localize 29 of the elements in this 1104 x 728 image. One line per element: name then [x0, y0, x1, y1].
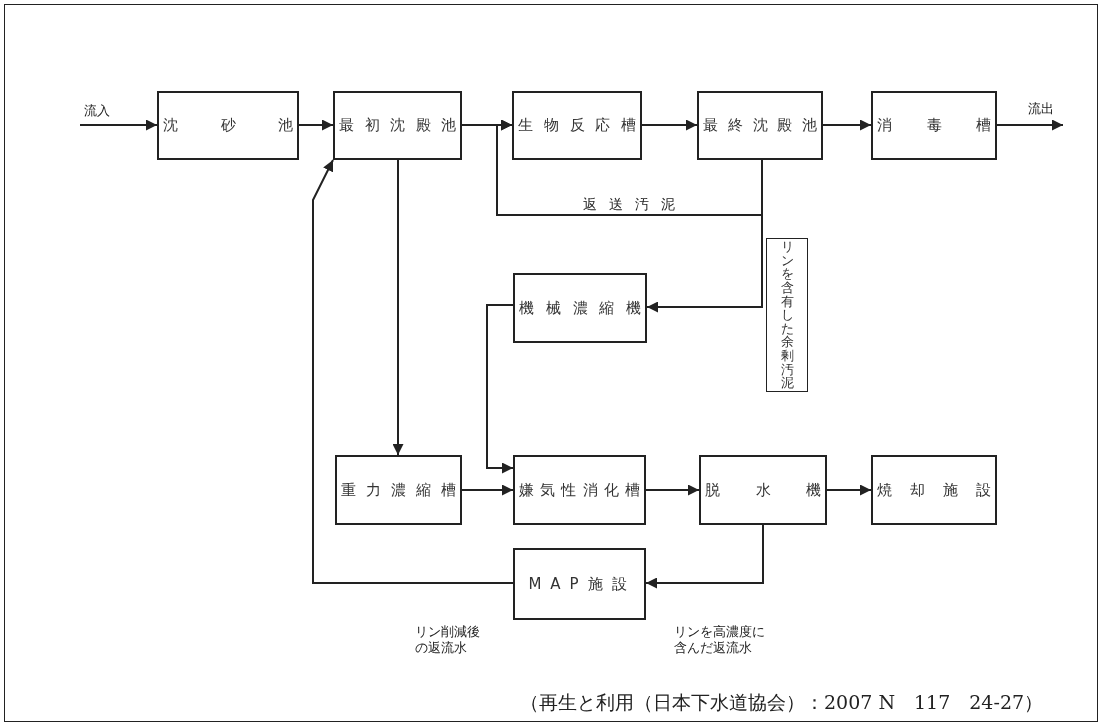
- arrow: [312, 159, 514, 584]
- arrow: [645, 524, 764, 589]
- arrow: [996, 119, 1064, 131]
- flow-label: 流入: [84, 103, 110, 119]
- process-box: 消毒槽: [871, 91, 997, 160]
- note-box: リンを含有した余剰汚泥: [766, 238, 808, 392]
- process-box: 焼却施設: [871, 455, 997, 525]
- process-box: 重力濃縮槽: [335, 455, 462, 525]
- arrow: [298, 119, 334, 131]
- arrow: [645, 484, 700, 496]
- arrow: [822, 119, 872, 131]
- process-box: 脱水機: [699, 455, 827, 525]
- process-box: 生物反応槽: [512, 91, 642, 160]
- flow-label: 流出: [1028, 101, 1054, 117]
- arrow: [79, 119, 158, 131]
- source-caption: （再生と利用（日本下水道協会）：2007 N 117 24-27）: [520, 690, 1045, 715]
- arrow: [392, 159, 404, 456]
- arrow: [646, 159, 763, 313]
- arrow: [496, 119, 763, 216]
- arrow: [641, 119, 698, 131]
- process-box: MAP施設: [513, 548, 646, 620]
- arrow: [486, 304, 514, 474]
- process-box: 沈砂池: [157, 91, 299, 160]
- arrow: [461, 484, 514, 496]
- process-box: 最終沈殿池: [697, 91, 823, 160]
- arrow: [826, 484, 872, 496]
- process-box: 嫌気性消化槽: [513, 455, 646, 525]
- process-box: 最初沈殿池: [333, 91, 462, 160]
- process-box: 機械濃縮機: [513, 273, 647, 343]
